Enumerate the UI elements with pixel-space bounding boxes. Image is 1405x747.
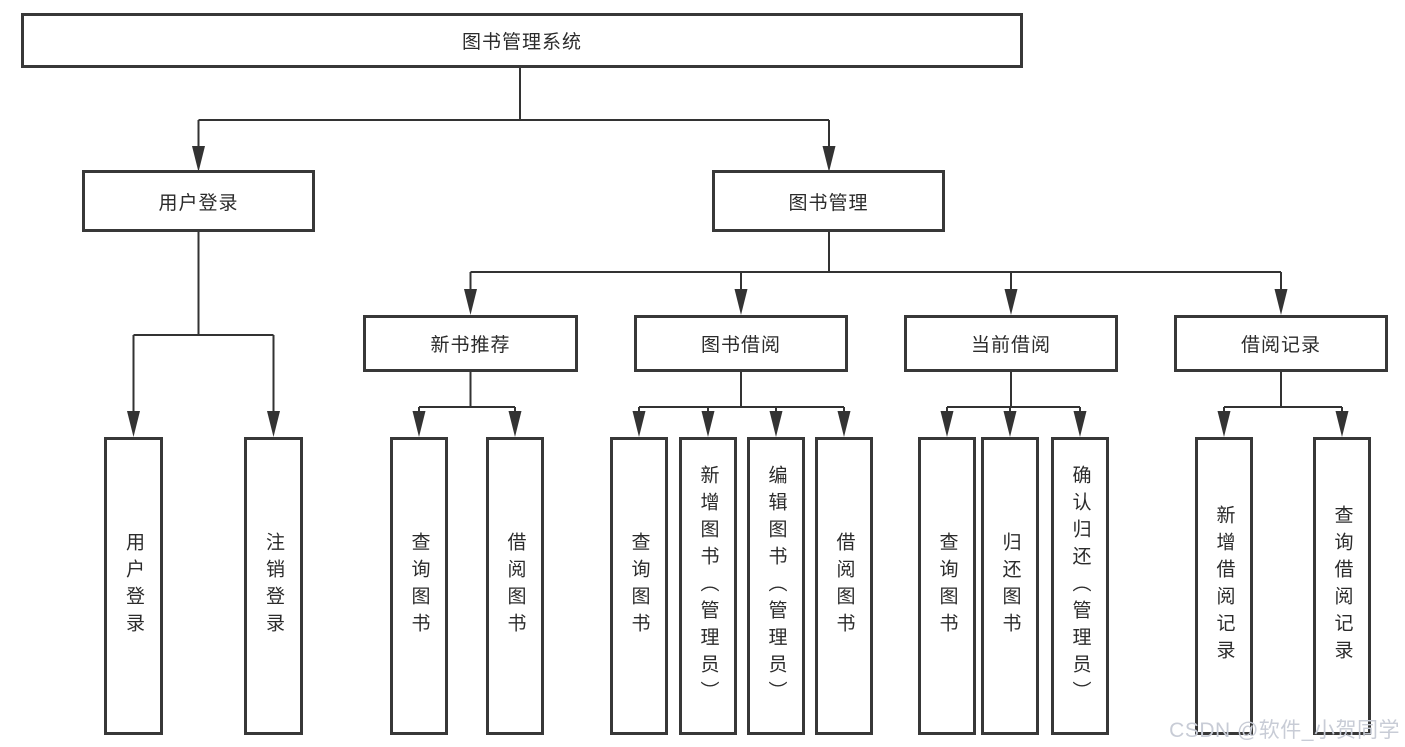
- node-current-borrowing: 当前借阅: [904, 315, 1118, 372]
- leaf-search-borrow-record: 查询借阅记录: [1313, 437, 1371, 735]
- arrowhead: [412, 411, 426, 437]
- arrowhead: [1073, 411, 1087, 437]
- leaf-logout: 注销登录: [244, 437, 303, 735]
- leaf-search-books-recommend: 查询图书: [390, 437, 448, 735]
- leaf-edit-book-admin-label: 编辑图书（管理员）: [765, 464, 787, 708]
- leaf-return-book-label: 归还图书: [999, 532, 1021, 640]
- arrowhead: [127, 411, 140, 437]
- arrowhead: [632, 411, 646, 437]
- node-book-management-label: 图书管理: [788, 192, 869, 214]
- node-new-book-recommendation-label: 新书推荐: [430, 335, 511, 356]
- leaf-add-borrow-record-label: 新增借阅记录: [1213, 505, 1235, 667]
- node-book-borrowing: 图书借阅: [634, 315, 848, 372]
- connector-user-login-to-children: [132, 232, 275, 433]
- leaf-search-borrow-record-label: 查询借阅记录: [1331, 505, 1353, 667]
- connector-current-borrowing-to-children: [946, 372, 1081, 433]
- arrowhead: [1003, 411, 1017, 437]
- leaf-confirm-return-admin-label: 确认归还（管理员）: [1069, 464, 1091, 708]
- arrowhead: [822, 146, 836, 172]
- node-book-management: 图书管理: [712, 170, 945, 232]
- arrowhead: [769, 411, 783, 437]
- leaf-search-books-current-label: 查询图书: [936, 532, 958, 640]
- node-root-label: 图书管理系统: [461, 32, 582, 53]
- leaf-search-books-borrowing: 查询图书: [610, 437, 668, 735]
- arrowhead: [1335, 411, 1349, 437]
- csdn-watermark: CSDN @软件_小贺同学: [1169, 719, 1400, 742]
- arrowhead: [464, 289, 477, 315]
- arrowhead: [940, 411, 954, 437]
- node-user-login: 用户登录: [82, 170, 315, 232]
- leaf-search-books-current: 查询图书: [918, 437, 976, 735]
- leaf-user-login: 用户登录: [104, 437, 163, 735]
- arrowhead: [1217, 411, 1231, 437]
- arrowhead: [1274, 289, 1288, 315]
- connector-root-to-level2: [197, 68, 830, 168]
- node-new-book-recommendation: 新书推荐: [363, 315, 578, 372]
- node-current-borrowing-label: 当前借阅: [970, 335, 1051, 356]
- node-borrowing-records-label: 借阅记录: [1240, 335, 1321, 356]
- leaf-borrow-books-borrowing: 借阅图书: [815, 437, 873, 735]
- connector-book-borrowing-to-children: [638, 372, 845, 433]
- arrowhead: [267, 411, 280, 437]
- leaf-borrow-books-borrowing-label: 借阅图书: [833, 532, 855, 640]
- node-root: 图书管理系统: [21, 13, 1023, 68]
- leaf-return-book: 归还图书: [981, 437, 1039, 735]
- leaf-borrow-books-recommend-label: 借阅图书: [504, 532, 526, 640]
- leaf-add-book-admin: 新增图书（管理员）: [679, 437, 737, 735]
- leaf-add-book-admin-label: 新增图书（管理员）: [697, 464, 719, 708]
- connector-borrow-records-to-children: [1223, 372, 1343, 433]
- leaf-logout-label: 注销登录: [263, 532, 284, 640]
- arrowhead: [837, 411, 851, 437]
- arrowhead: [1004, 289, 1018, 315]
- connector-lines: [132, 68, 1343, 433]
- connector-new-book-to-children: [418, 372, 516, 433]
- leaf-user-login-label: 用户登录: [123, 532, 144, 640]
- arrowhead: [508, 411, 522, 437]
- arrowhead: [701, 411, 715, 437]
- leaf-add-borrow-record: 新增借阅记录: [1195, 437, 1253, 735]
- arrowhead: [734, 289, 748, 315]
- leaf-search-books-recommend-label: 查询图书: [408, 532, 430, 640]
- leaf-search-books-borrowing-label: 查询图书: [628, 532, 650, 640]
- node-user-login-label: 用户登录: [158, 192, 239, 214]
- leaf-edit-book-admin: 编辑图书（管理员）: [747, 437, 805, 735]
- node-book-borrowing-label: 图书借阅: [700, 335, 781, 356]
- leaf-borrow-books-recommend: 借阅图书: [486, 437, 544, 735]
- leaf-confirm-return-admin: 确认归还（管理员）: [1051, 437, 1109, 735]
- node-borrowing-records: 借阅记录: [1174, 315, 1388, 372]
- connector-book-management-to-level3: [469, 232, 1282, 311]
- arrowhead: [192, 146, 205, 172]
